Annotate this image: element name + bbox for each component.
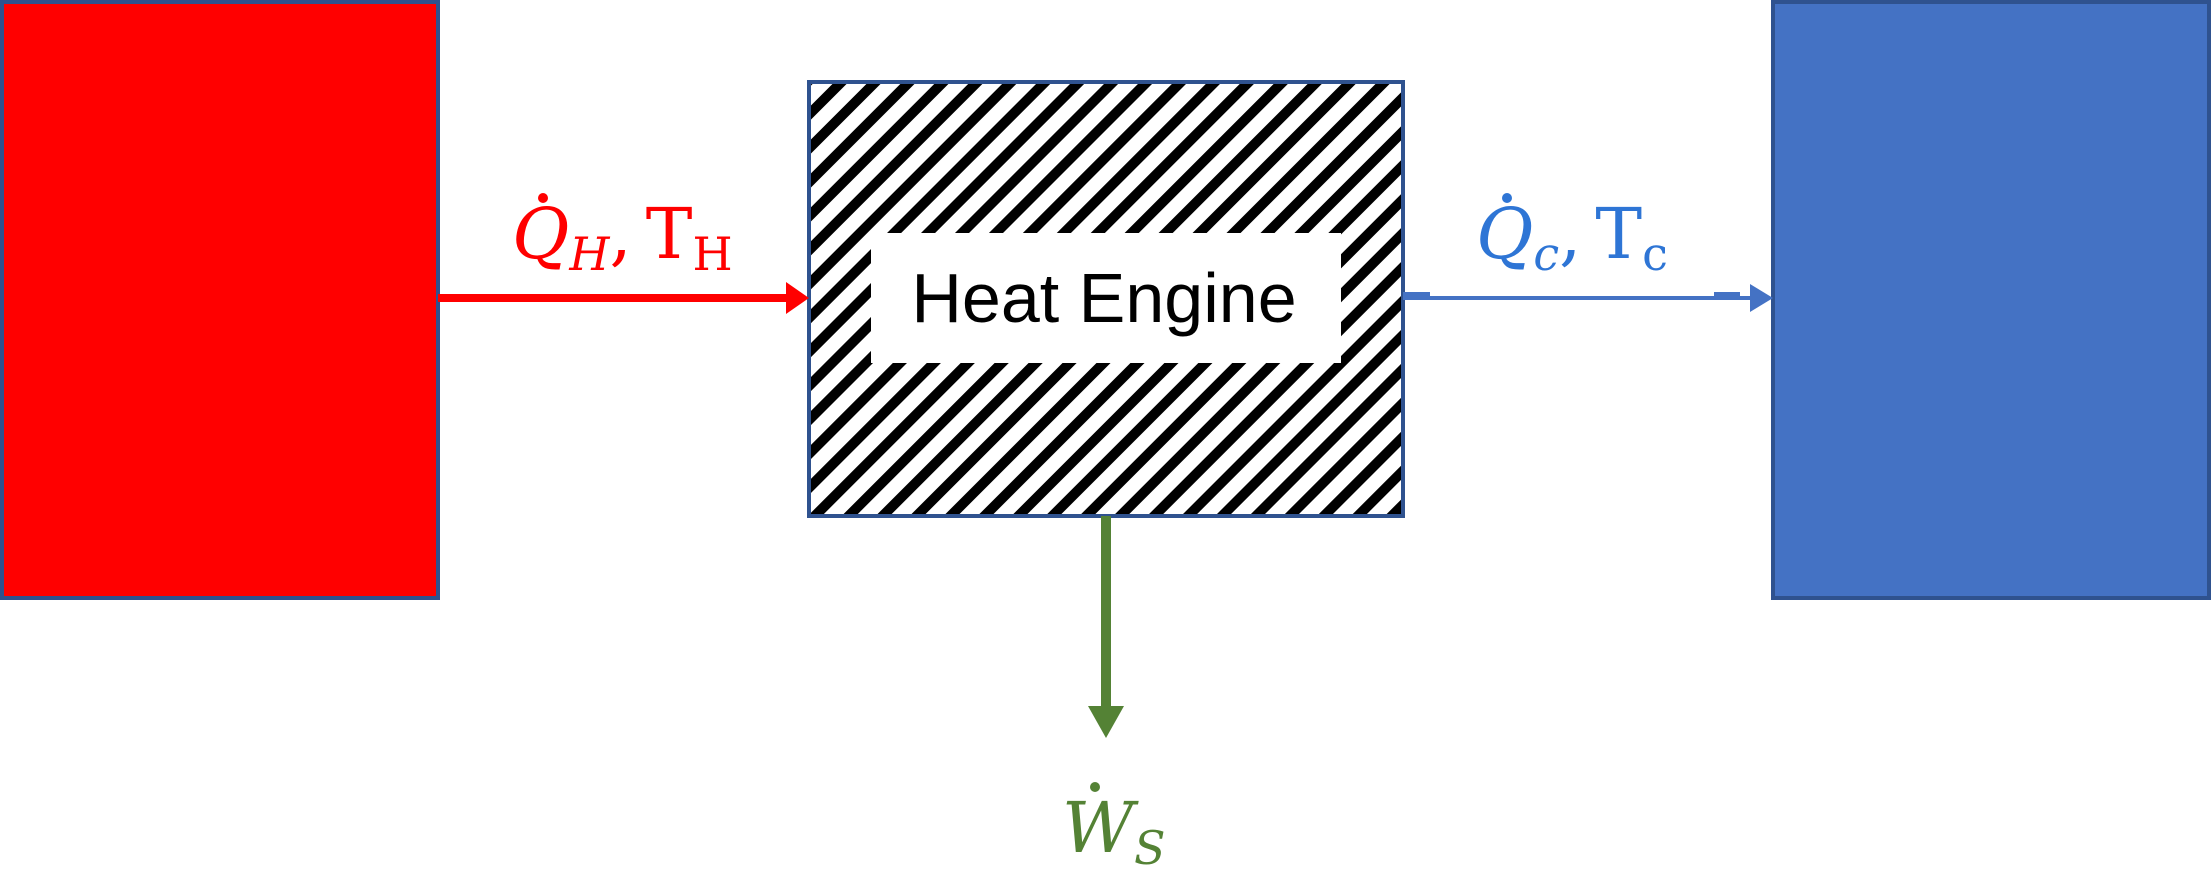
hot-heat-label: QH,TH (512, 193, 733, 281)
work-arrowhead (1088, 706, 1124, 738)
cold-reservoir (1771, 0, 2211, 600)
cold-heat-label: Qc,Tc (1476, 193, 1668, 281)
heat-engine-label: Heat Engine (911, 259, 1296, 337)
hot-heat-flow: QH,TH (438, 193, 809, 314)
work-dot (1090, 782, 1100, 792)
cold-heat-arrowhead (1750, 284, 1773, 312)
cold-heat-dot (1502, 193, 1512, 203)
hot-heat-dot (538, 193, 548, 203)
work-label: WS (1062, 787, 1165, 875)
heat-engine-label-box (871, 233, 1341, 363)
heat-engine-box: Heat Engine (807, 80, 1405, 518)
hot-reservoir (0, 0, 440, 600)
cold-heat-flow: Qc,Tc (1403, 193, 1773, 312)
hot-heat-arrowhead (786, 282, 809, 314)
work-flow: WS (1062, 516, 1165, 875)
